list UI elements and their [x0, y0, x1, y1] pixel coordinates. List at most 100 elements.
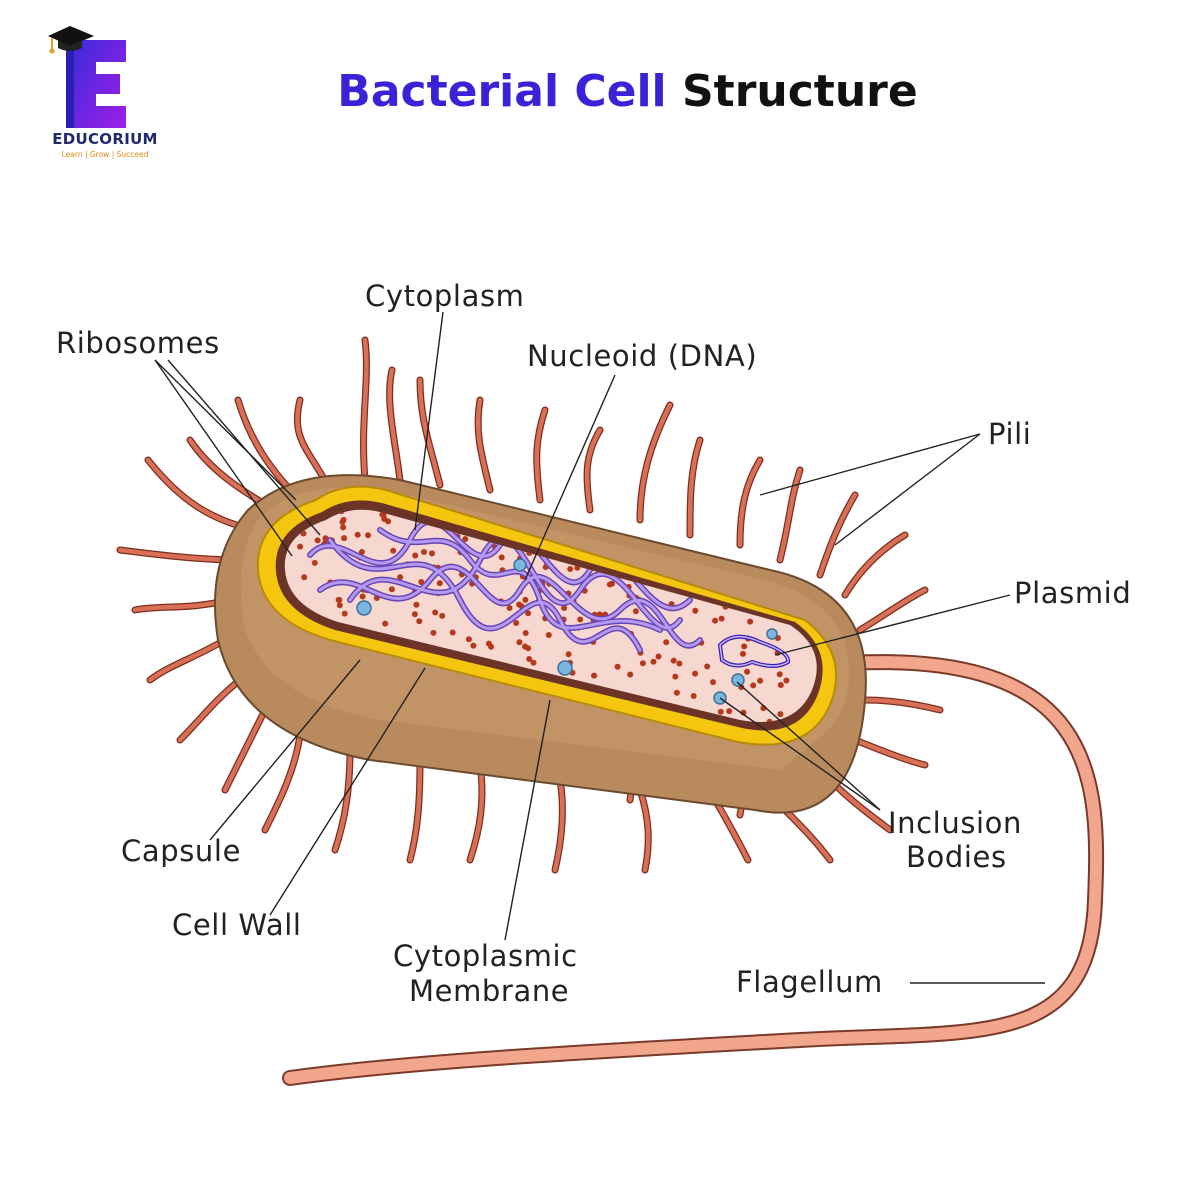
ribosome-dot: [430, 629, 437, 636]
pilus: [262, 732, 303, 833]
ribosome-dot: [416, 618, 423, 625]
ribosome-dot: [777, 711, 784, 718]
ribosome-dot: [522, 643, 528, 650]
ribosome-dot: [776, 671, 783, 678]
label-nucleoid: Nucleoid (DNA): [527, 339, 758, 373]
ribosome-dot: [340, 524, 347, 531]
ribosome-dot: [712, 617, 719, 624]
ribosome-dot: [506, 605, 513, 611]
pilus: [534, 407, 548, 503]
ribosome-dot: [297, 543, 304, 550]
ribosome-dot: [301, 574, 308, 581]
pilus: [637, 402, 673, 523]
ribosome-dot: [516, 601, 523, 608]
pilus: [637, 787, 651, 873]
title-part2: Structure: [681, 66, 918, 117]
ribosome-dot: [565, 651, 572, 658]
ribosome-dot: [676, 660, 683, 667]
ribosome-dot: [354, 531, 361, 538]
ribosome-dot: [545, 632, 552, 638]
ribosome-dot: [655, 653, 662, 660]
pilus: [145, 457, 258, 533]
ribosome-dot: [390, 547, 397, 554]
ribosome-dot: [606, 581, 613, 588]
ribosome-dot: [632, 608, 639, 615]
pilus-outline: [841, 531, 909, 599]
label-flagellum: Flagellum: [736, 965, 883, 999]
ribosome-dot: [397, 574, 404, 581]
ribosome-dot: [432, 609, 439, 616]
ribosome-dot: [525, 610, 532, 617]
ribosome-dot: [692, 607, 699, 614]
pilus: [584, 427, 603, 513]
ribosome-dot: [336, 602, 343, 609]
ribosome-dot: [470, 642, 477, 649]
ribosome-dot: [673, 689, 680, 696]
ribosome-dot: [663, 639, 670, 646]
label-cytoplasmic-membrane-line1: Cytoplasmic: [393, 939, 578, 973]
nucleoid-dna: [307, 518, 703, 653]
ribosome-dot: [672, 673, 679, 680]
ribosome-dot: [530, 659, 537, 666]
pilus: [475, 397, 493, 493]
ribosome-dot: [704, 663, 711, 670]
ribosome-dot: [341, 610, 348, 617]
pilus: [842, 532, 908, 598]
ribosome-dot: [358, 549, 365, 555]
pilus: [777, 467, 803, 563]
ribosome-dot: [783, 677, 790, 684]
label-plasmid: Plasmid: [1014, 576, 1132, 610]
ribosome-dot: [436, 580, 443, 587]
ribosome-dot: [741, 643, 748, 650]
ribosome-dot: [335, 596, 342, 603]
pilus: [817, 492, 858, 578]
pilus-outline: [144, 456, 259, 534]
plasmid: [717, 634, 791, 668]
pilus: [852, 737, 928, 768]
pilus: [407, 757, 423, 863]
ribosome-dot: [777, 682, 784, 688]
ribosome-dot: [439, 612, 446, 619]
ribosome-dot: [639, 660, 646, 667]
ribosome-dot: [561, 605, 568, 611]
label-cytoplasm: Cytoplasm: [365, 279, 525, 313]
pilus: [332, 747, 353, 853]
ribosome-dot: [449, 629, 456, 636]
ribosome-dot: [522, 596, 529, 603]
ribosome-dot: [340, 516, 347, 523]
leader-lines: [154, 311, 1045, 984]
ribosome-dot: [726, 708, 733, 715]
graduation-cap-icon: [48, 26, 94, 54]
ribosome-dot: [591, 672, 598, 679]
pilus: [177, 677, 243, 743]
ribosome-dot: [757, 677, 764, 684]
ribosome-dot: [429, 550, 435, 557]
pilus: [361, 337, 369, 483]
ribosome-dot: [567, 566, 574, 572]
label-capsule: Capsule: [121, 834, 242, 868]
ribosome-dot: [365, 532, 371, 539]
ribosome-dot: [411, 611, 418, 618]
pilus: [857, 587, 928, 633]
pilus: [862, 697, 943, 713]
pilus: [417, 377, 443, 488]
label-inclusion-bodies-line2: Bodies: [906, 840, 1007, 874]
ribosome-dot: [614, 663, 621, 670]
label-ribosomes: Ribosomes: [56, 326, 220, 360]
ribosome-dot: [498, 554, 505, 561]
ribosome-dot: [380, 512, 387, 519]
ribosome-dot: [750, 682, 757, 689]
label-pili: Pili: [988, 417, 1032, 451]
ribosome-dot: [744, 668, 751, 675]
pilus: [687, 437, 703, 538]
pilus: [827, 777, 893, 833]
ribosome-dot: [526, 656, 533, 662]
ribosome-dot: [322, 535, 329, 542]
label-cytoplasmic-membrane-line2: Membrane: [409, 974, 570, 1008]
educorium-logo-icon: [48, 26, 126, 128]
ribosome-dot: [522, 630, 529, 636]
ribosome-dot: [513, 620, 520, 626]
ribosome-dot: [690, 693, 697, 699]
ribosome-dot: [627, 671, 634, 678]
